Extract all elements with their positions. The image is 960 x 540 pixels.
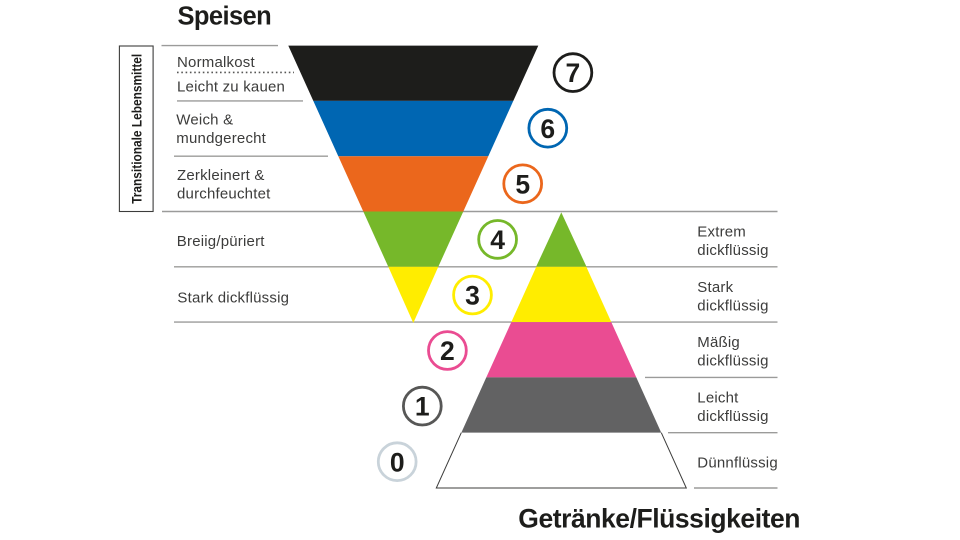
svg-text:Weich &: Weich & xyxy=(176,112,233,129)
svg-text:dickflüssig: dickflüssig xyxy=(697,353,768,370)
svg-text:5: 5 xyxy=(515,169,530,199)
svg-text:1: 1 xyxy=(415,392,430,422)
svg-text:dickflüssig: dickflüssig xyxy=(697,408,768,425)
svg-text:Mäßig: Mäßig xyxy=(697,334,740,351)
svg-text:4: 4 xyxy=(490,225,505,255)
svg-text:Leicht zu kauen: Leicht zu kauen xyxy=(177,78,285,95)
svg-text:Breiig/püriert: Breiig/püriert xyxy=(177,233,265,250)
svg-text:Zerkleinert &: Zerkleinert & xyxy=(177,167,265,184)
svg-text:Dünnflüssig: Dünnflüssig xyxy=(697,454,778,471)
svg-text:mundgerecht: mundgerecht xyxy=(176,130,266,147)
svg-text:Normalkost: Normalkost xyxy=(177,54,255,71)
svg-text:Transitionale Lebensmittel: Transitionale Lebensmittel xyxy=(130,54,145,204)
svg-text:Stark: Stark xyxy=(697,279,733,296)
svg-text:Stark dickflüssig: Stark dickflüssig xyxy=(177,289,289,306)
svg-text:Extrem: Extrem xyxy=(697,224,746,241)
svg-text:durchfeuchtet: durchfeuchtet xyxy=(177,186,271,203)
svg-text:Getränke/Flüssigkeiten: Getränke/Flüssigkeiten xyxy=(518,504,800,534)
svg-text:0: 0 xyxy=(390,447,405,477)
svg-text:3: 3 xyxy=(465,281,480,311)
svg-text:Speisen: Speisen xyxy=(178,3,272,31)
svg-text:dickflüssig: dickflüssig xyxy=(697,242,768,259)
svg-text:dickflüssig: dickflüssig xyxy=(697,297,768,314)
svg-text:2: 2 xyxy=(440,336,455,366)
svg-text:6: 6 xyxy=(540,114,555,144)
svg-text:Leicht: Leicht xyxy=(697,390,739,407)
svg-text:7: 7 xyxy=(566,58,581,88)
